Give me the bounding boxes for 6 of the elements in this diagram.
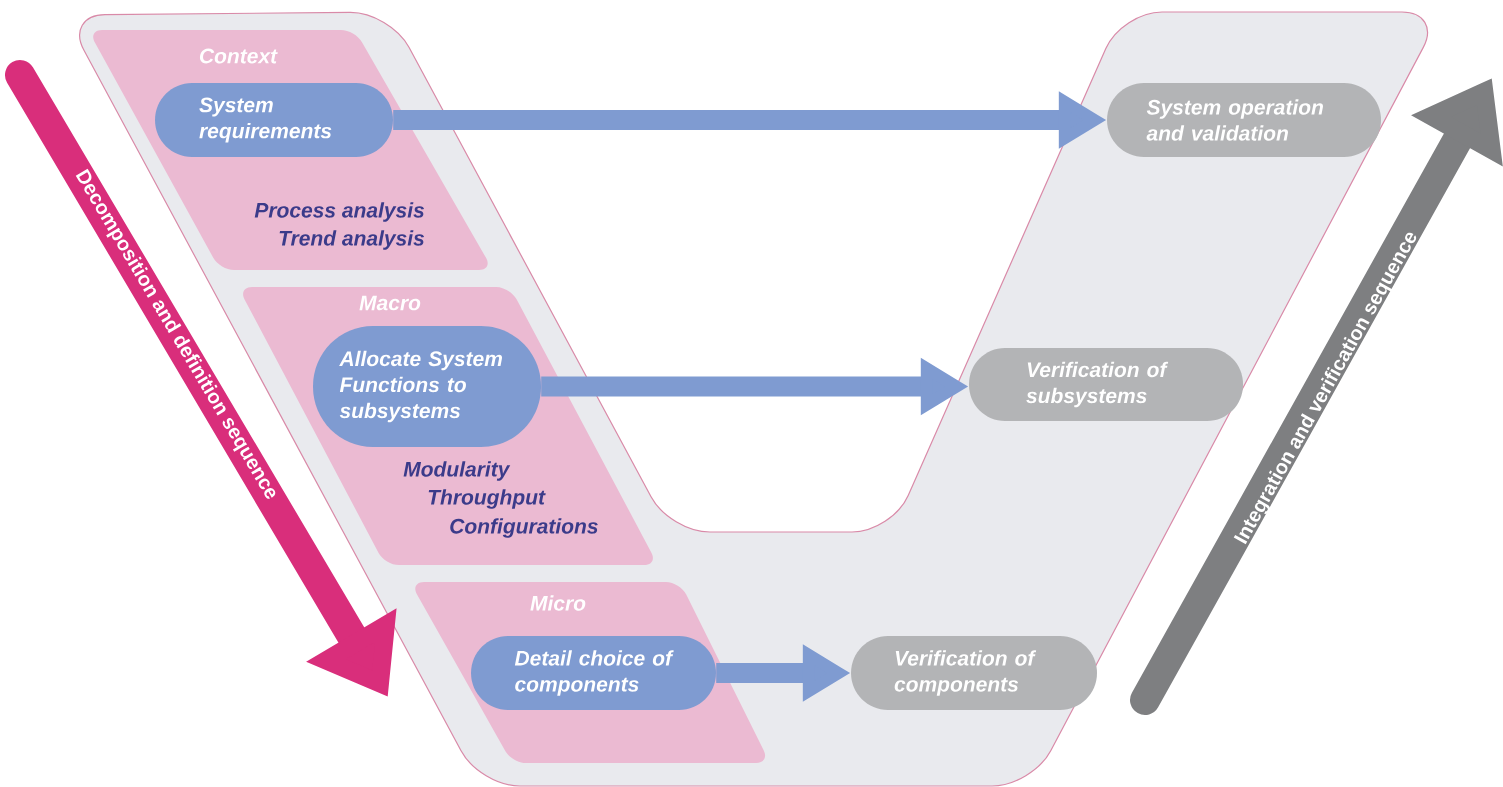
rounded-box: System operation and validation <box>1107 83 1381 157</box>
rounded-box: Allocate System Functions to subsystems <box>313 326 541 447</box>
rounded-box: System requirements <box>155 83 393 157</box>
rounded-box: Verification of components <box>851 636 1097 710</box>
rounded-box: Verification of subsystems <box>969 348 1243 421</box>
rounded-box: Detail choice of components <box>471 636 716 710</box>
